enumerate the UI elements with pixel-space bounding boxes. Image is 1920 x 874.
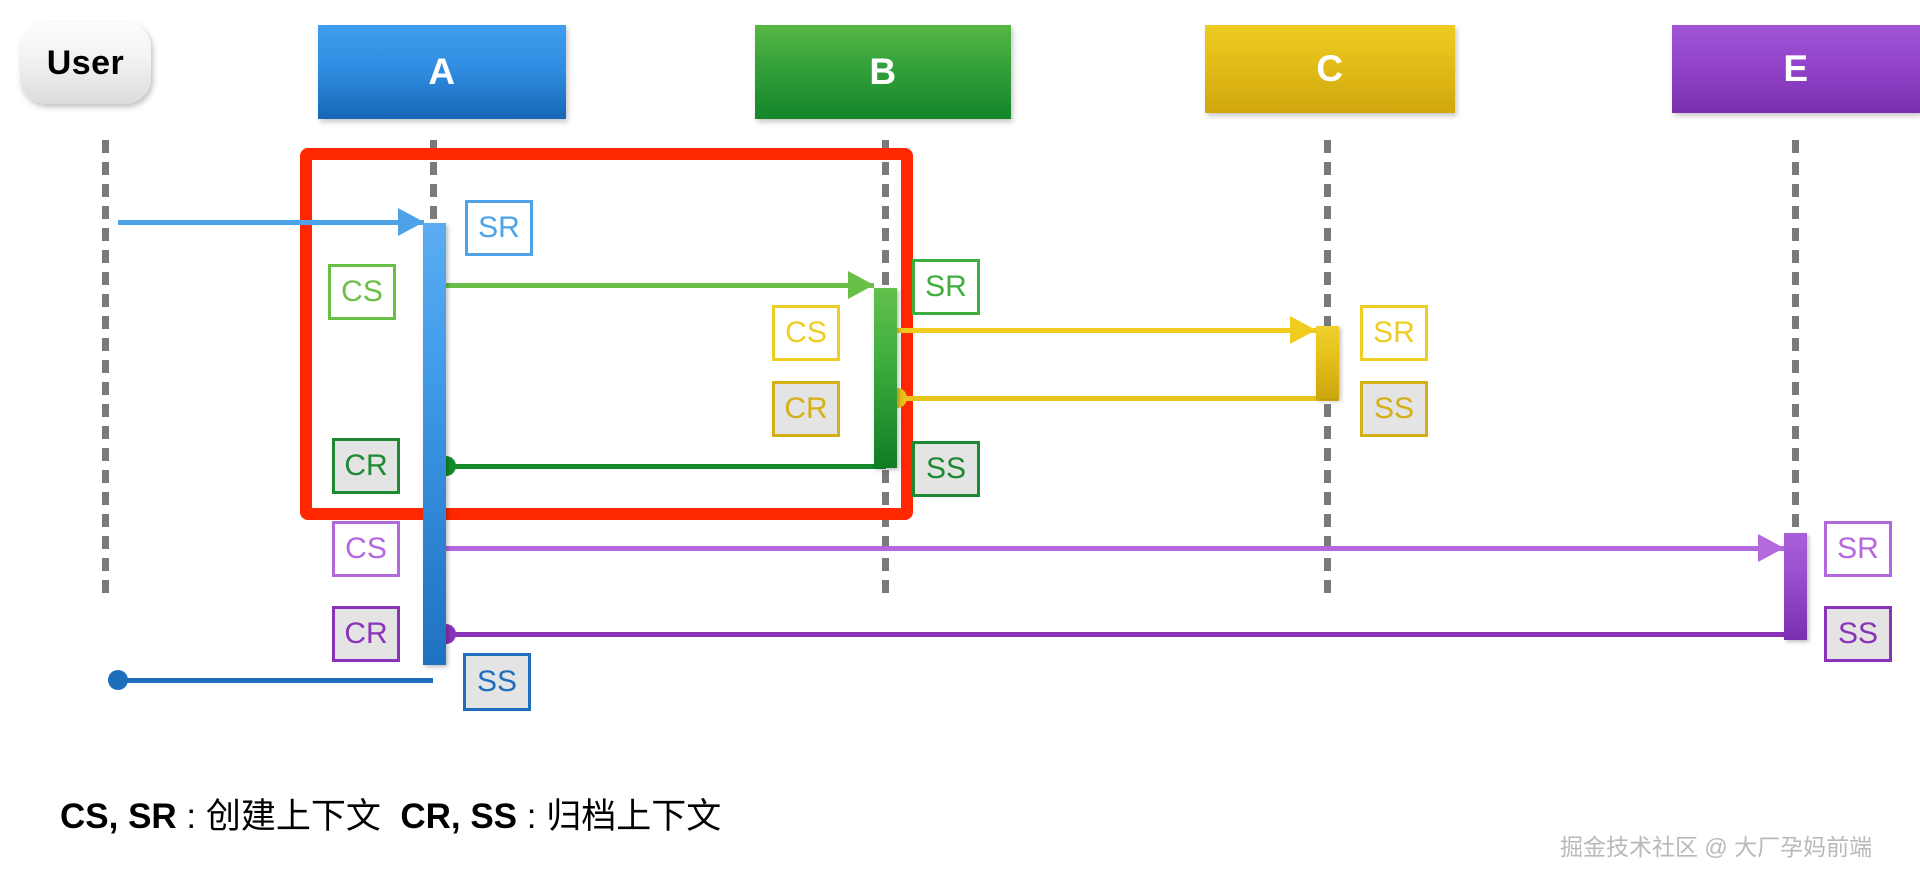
participant-box-c[interactable]: C bbox=[1205, 25, 1455, 113]
tag-t-cr-e[interactable]: CR bbox=[332, 606, 400, 662]
tag-label: CS bbox=[345, 532, 387, 565]
activation-bar-B[interactable] bbox=[874, 288, 897, 468]
message-line-m1[interactable] bbox=[118, 220, 424, 225]
tag-label: CR bbox=[784, 392, 828, 425]
participant-label-e: E bbox=[1783, 48, 1809, 89]
tag-t-ss-b[interactable]: SS bbox=[912, 441, 980, 497]
participant-label-a: A bbox=[428, 51, 456, 92]
tag-t-ss-e[interactable]: SS bbox=[1824, 606, 1892, 662]
participant-box-b[interactable]: B bbox=[755, 25, 1011, 119]
tag-label: SS bbox=[925, 452, 967, 485]
legend-text: CS, SR : 创建上下文 CR, SS : 归档上下文 bbox=[60, 797, 722, 836]
message-line-m8[interactable] bbox=[118, 678, 433, 683]
message-line-m7[interactable] bbox=[446, 632, 1796, 637]
message-arrowhead-m3 bbox=[1290, 316, 1316, 344]
lifeline-e bbox=[1792, 140, 1799, 600]
message-arrowhead-m2 bbox=[848, 271, 874, 299]
lifeline-user bbox=[102, 140, 109, 600]
participant-label-b: B bbox=[869, 51, 897, 92]
tag-t-ss-a[interactable]: SS bbox=[463, 653, 531, 711]
tag-t-cr-b[interactable]: CR bbox=[772, 381, 840, 437]
tag-label: SR bbox=[478, 211, 520, 244]
message-ball-m8 bbox=[108, 670, 128, 690]
participant-box-a[interactable]: A bbox=[318, 25, 566, 119]
message-line-m5[interactable] bbox=[446, 464, 886, 469]
tag-t-ss-c[interactable]: SS bbox=[1360, 381, 1428, 437]
tag-t-cs-a[interactable]: CS bbox=[328, 264, 396, 320]
tag-label: CS bbox=[785, 316, 827, 349]
tag-t-cr-a[interactable]: CR bbox=[332, 438, 400, 494]
activation-bar-A[interactable] bbox=[423, 223, 446, 665]
tag-label: CS bbox=[341, 275, 383, 308]
tag-t-sr-b[interactable]: SR bbox=[912, 259, 980, 315]
message-line-m4[interactable] bbox=[897, 396, 1339, 401]
activation-bar-C[interactable] bbox=[1316, 326, 1339, 399]
activation-bar-E[interactable] bbox=[1784, 533, 1807, 640]
tag-t-sr-e[interactable]: SR bbox=[1824, 521, 1892, 577]
message-arrowhead-m6 bbox=[1758, 534, 1784, 562]
participant-box-e[interactable]: E bbox=[1672, 25, 1920, 113]
tag-label: CR bbox=[344, 617, 388, 650]
message-line-m3[interactable] bbox=[897, 328, 1316, 333]
red-highlight-frame bbox=[300, 148, 913, 520]
tag-label: SR bbox=[1373, 316, 1415, 349]
watermark-text: 掘金技术社区 @ 大厂孕妈前端 bbox=[1560, 834, 1873, 860]
tag-t-sr-c[interactable]: SR bbox=[1360, 305, 1428, 361]
message-line-m2[interactable] bbox=[446, 283, 874, 288]
tag-t-cs-b[interactable]: CS bbox=[772, 305, 840, 361]
participant-label-c: C bbox=[1316, 48, 1344, 89]
tag-label: SS bbox=[1837, 617, 1879, 650]
tag-t-cs-e[interactable]: CS bbox=[332, 521, 400, 577]
tag-label: SS bbox=[476, 665, 518, 698]
participant-box-user[interactable]: User bbox=[20, 22, 151, 104]
message-line-m6[interactable] bbox=[446, 546, 1784, 551]
tag-label: SR bbox=[925, 270, 967, 303]
tag-label: CR bbox=[344, 449, 388, 482]
tag-label: SR bbox=[1837, 532, 1879, 565]
participant-label-user: User bbox=[46, 43, 125, 82]
tag-t-sr-a[interactable]: SR bbox=[465, 200, 533, 256]
tag-label: SS bbox=[1373, 392, 1415, 425]
message-arrowhead-m1 bbox=[398, 208, 424, 236]
